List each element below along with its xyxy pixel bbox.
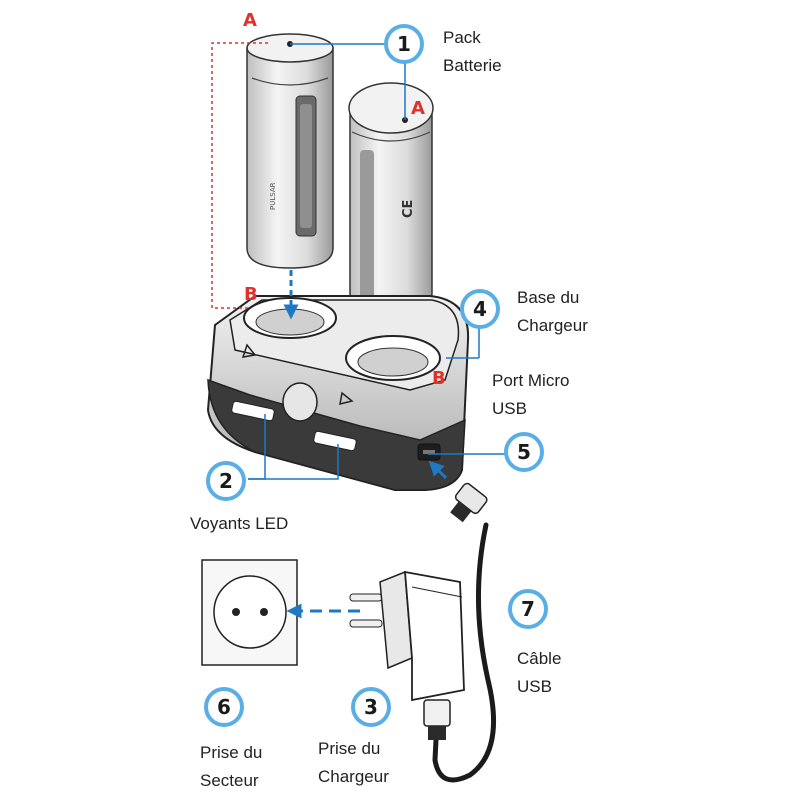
label-charger-base-line1: Base du — [517, 288, 580, 307]
label-micro-usb-port-line1: Port Micro — [492, 371, 570, 390]
svg-text:7: 7 — [521, 597, 535, 621]
marker-7: 7 — [508, 589, 548, 629]
label-usb-cable-line1: Câble — [517, 649, 562, 668]
label-charger-plug-line1: Prise du — [318, 739, 381, 758]
letter-a-battery-right: A — [411, 98, 425, 119]
marker-6: 6 — [204, 687, 244, 727]
charger-base — [206, 295, 470, 491]
label-usb-cable-line2: USB — [517, 677, 552, 696]
alignment-guide-line — [211, 42, 268, 309]
label-micro-usb-port: Port Micro USB — [492, 367, 569, 423]
label-wall-socket-line2: Secteur — [200, 771, 259, 790]
usb-cable — [423, 482, 496, 783]
label-led-indicators: Voyants LED — [190, 510, 288, 538]
marker-5: 5 — [504, 432, 544, 472]
label-charger-base: Base du Chargeur — [517, 284, 588, 340]
letter-b-slot-left: B — [244, 284, 258, 305]
svg-text:2: 2 — [219, 469, 233, 493]
battery-pack-left: PULSAR — [246, 33, 334, 269]
svg-text:3: 3 — [364, 695, 378, 719]
svg-text:6: 6 — [217, 695, 231, 719]
battery-ce-text: CE — [401, 200, 416, 218]
power-adapter — [349, 570, 465, 702]
marker-4: 4 — [460, 289, 500, 329]
battery-pack-right: CE — [348, 82, 434, 313]
leader-lines — [248, 43, 506, 480]
marker-1: 1 — [384, 24, 424, 64]
letter-b-slot-right: B — [432, 368, 446, 389]
port-arrow-icon — [428, 460, 448, 480]
svg-text:1: 1 — [397, 32, 411, 56]
label-battery-pack-line1: Pack — [443, 28, 481, 47]
label-usb-cable: Câble USB — [517, 645, 561, 701]
battery-brand-text: PULSAR — [269, 182, 277, 210]
label-wall-socket-line1: Prise du — [200, 743, 263, 762]
svg-text:4: 4 — [473, 297, 487, 321]
label-charger-plug: Prise du Chargeur — [318, 735, 389, 791]
label-micro-usb-port-line2: USB — [492, 399, 527, 418]
label-battery-pack-line2: Batterie — [443, 56, 502, 75]
label-led-indicators-line1: Voyants LED — [190, 514, 289, 533]
marker-2: 2 — [206, 461, 246, 501]
marker-3: 3 — [351, 687, 391, 727]
label-charger-base-line2: Chargeur — [517, 316, 588, 335]
svg-text:5: 5 — [517, 440, 531, 464]
letter-a-battery-left: A — [243, 10, 257, 31]
wall-socket-icon — [201, 559, 298, 666]
label-charger-plug-line2: Chargeur — [318, 767, 389, 786]
label-wall-socket: Prise du Secteur — [200, 739, 262, 795]
label-battery-pack: Pack Batterie — [443, 24, 502, 80]
